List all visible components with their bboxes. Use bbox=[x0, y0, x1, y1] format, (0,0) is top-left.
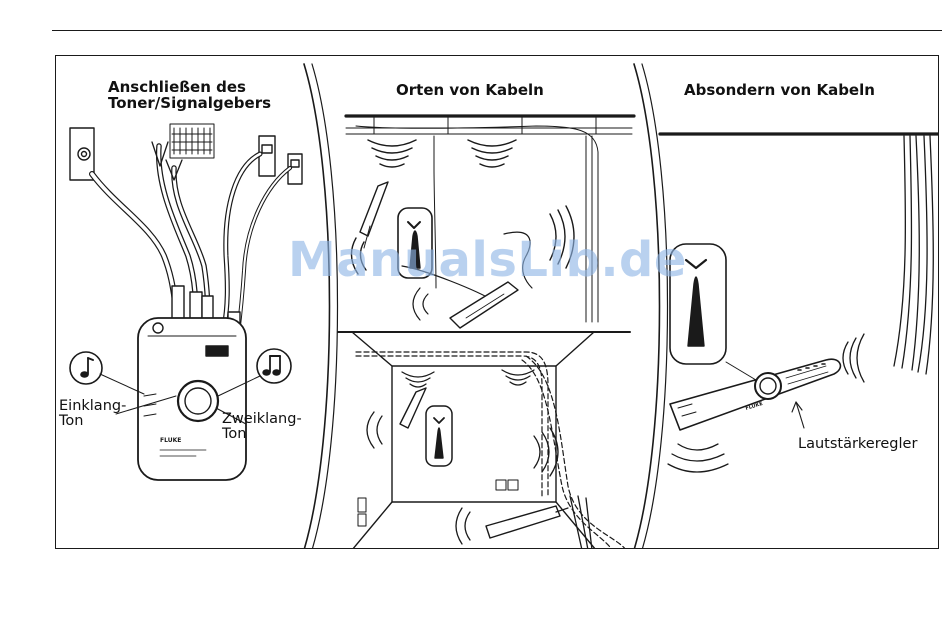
dual-tone-label-line1: Zweiklang- bbox=[222, 412, 302, 427]
volume-knob bbox=[755, 373, 781, 399]
volume-control-label: Lautstärkeregler bbox=[798, 437, 917, 452]
tone-probe-room bbox=[400, 388, 426, 428]
dual-tone-label-line2: Ton bbox=[222, 427, 246, 442]
locate-title: Orten von Kabeln bbox=[396, 82, 544, 98]
illustration-frame: FLUKE bbox=[55, 55, 939, 549]
locate-panel-art bbox=[338, 116, 634, 549]
top-rule bbox=[52, 30, 942, 31]
tone-probe-room-lower bbox=[486, 506, 568, 538]
connect-title-line2: Toner/Signalgebers bbox=[108, 95, 271, 111]
watermark: ManualsLib.de bbox=[288, 232, 687, 288]
single-note-icon bbox=[70, 352, 144, 394]
isolate-panel-art: FLUKE bbox=[660, 134, 939, 472]
illustration-canvas: FLUKE bbox=[56, 56, 939, 549]
coax-jack-icon bbox=[78, 148, 90, 160]
svg-text:FLUKE: FLUKE bbox=[160, 437, 181, 444]
tone-selector-dial bbox=[178, 381, 218, 421]
isolate-title: Absondern von Kabeln bbox=[684, 82, 875, 98]
punch-down-block bbox=[170, 124, 214, 158]
toner-device: FLUKE bbox=[138, 318, 246, 480]
cable-bundle-isolate bbox=[894, 136, 933, 374]
tone-probe-isolate: FLUKE bbox=[670, 359, 840, 430]
tone-probe-lower-upper bbox=[450, 282, 518, 328]
single-tone-label-line2: Ton bbox=[59, 414, 83, 429]
rj-jack-icon bbox=[262, 145, 272, 153]
panel-divider-left-inner bbox=[312, 64, 338, 549]
panel-divider-right-inner bbox=[642, 64, 668, 549]
panel-divider-left bbox=[304, 64, 330, 549]
panel-divider-right bbox=[634, 64, 660, 549]
tone-speaker-icon-room bbox=[426, 406, 452, 466]
connect-title-line1: Anschließen des bbox=[108, 79, 246, 95]
single-tone-label-line1: Einklang- bbox=[59, 399, 126, 414]
